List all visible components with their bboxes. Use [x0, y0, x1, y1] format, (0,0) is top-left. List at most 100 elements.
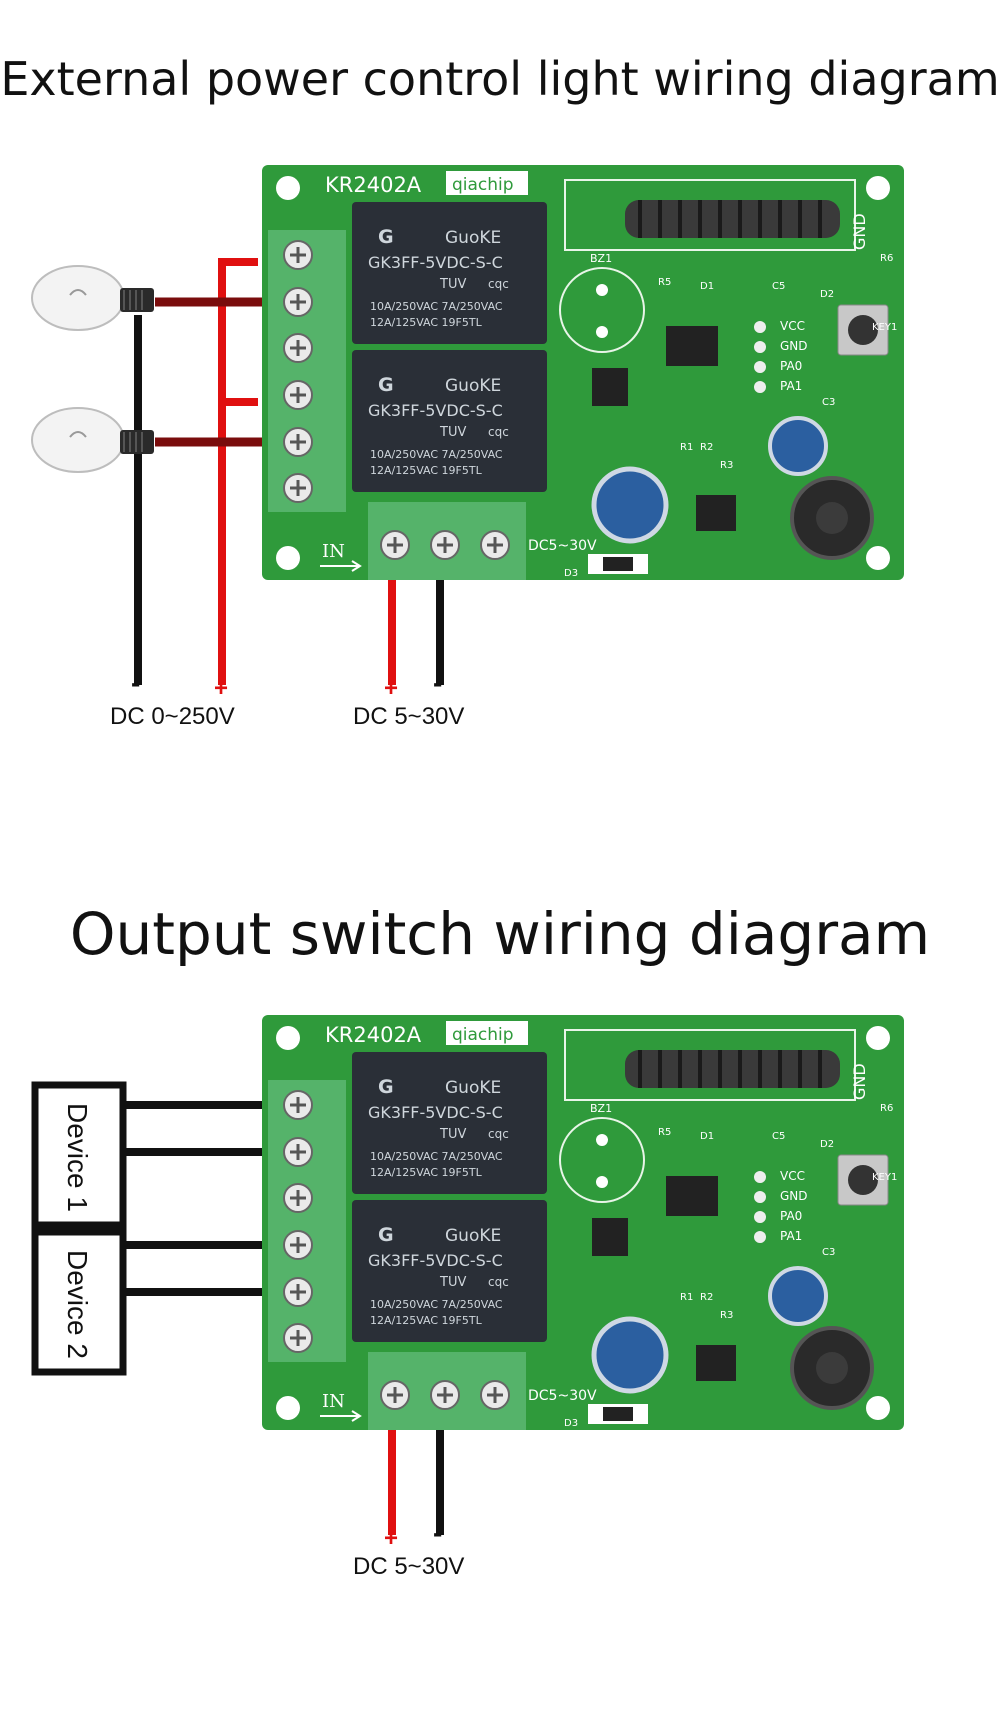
antenna-coil [625, 200, 840, 238]
gnd-label: GND [850, 1063, 869, 1100]
relay-cqc: cqc [488, 425, 509, 439]
relay-cert: TUV [439, 1275, 466, 1290]
relay-top: G GuoKE GK3FF-5VDC-S-C TUV cqc 10A/250VA… [352, 1052, 547, 1194]
svg-text:C5: C5 [772, 281, 785, 292]
device-2-box: Device 2 [31, 1228, 127, 1376]
capacitor [591, 416, 828, 544]
switch-wiring-diagram: Device 1 Device 2 KR2402A qiachip GND G [31, 1015, 904, 1580]
relay-top: G GuoKE GK3FF-5VDC-S-C TUV cqc 10A/250VA… [352, 202, 547, 344]
pair-button [837, 1154, 889, 1206]
pin-labels: VCC GND PA0 PA1 [780, 1169, 808, 1243]
relay-cert: TUV [439, 425, 466, 440]
relay-rating-b: 12A/125VAC 19F5TL [370, 316, 483, 329]
ic-chip [696, 1345, 736, 1381]
device-1-box: Device 1 [31, 1081, 127, 1229]
svg-text:D1: D1 [700, 281, 714, 292]
board-brand-label: qiachip [452, 1025, 514, 1045]
svg-text:PA0: PA0 [780, 359, 802, 373]
input-terminal-block [368, 502, 526, 580]
relay-cqc: cqc [488, 1275, 509, 1289]
in-label: IN [322, 1391, 345, 1412]
relay-rating-b: 12A/125VAC 19F5TL [370, 1314, 483, 1327]
supply-voltage-label: DC 5~30V [353, 1553, 464, 1580]
ic-chip [696, 495, 736, 531]
light-bulb-icon [31, 407, 154, 473]
svg-text:R6: R6 [880, 1103, 893, 1114]
svg-text:GND: GND [780, 1189, 808, 1203]
relay-cert: TUV [439, 277, 466, 292]
board-model-label: KR2402A [325, 1023, 422, 1047]
relay-cert: TUV [439, 1127, 466, 1142]
ic-chip [592, 368, 628, 406]
relay-model: GK3FF-5VDC-S-C [368, 253, 503, 272]
relay-cqc: cqc [488, 277, 509, 291]
relay-rating-a: 10A/250VAC 7A/250VAC [370, 1150, 503, 1163]
input-terminal-block [368, 1352, 526, 1430]
relay-rating-b: 12A/125VAC 19F5TL [370, 1166, 483, 1179]
svg-text:G: G [378, 226, 394, 248]
svg-text:KEY1: KEY1 [872, 1172, 897, 1183]
supply-plus-sign: + [384, 675, 398, 702]
relay-model: GK3FF-5VDC-S-C [368, 401, 503, 420]
pin-labels: VCC GND PA0 PA1 [780, 319, 808, 393]
svg-text:R2: R2 [700, 442, 713, 453]
supply-voltage-label: DC 5~30V [353, 703, 464, 730]
svg-text:PA1: PA1 [780, 1229, 802, 1243]
relay-bottom: G GuoKE GK3FF-5VDC-S-C TUV cqc 10A/250VA… [352, 350, 547, 492]
diagram2-title: Output switch wiring diagram [69, 900, 931, 968]
svg-text:R2: R2 [700, 1292, 713, 1303]
device-2-label: Device 2 [62, 1250, 93, 1359]
relay-rating-b: 12A/125VAC 19F5TL [370, 464, 483, 477]
svg-text:D3: D3 [564, 568, 578, 579]
svg-text:G: G [378, 1076, 394, 1098]
output-terminal-block [268, 1080, 346, 1362]
buzzer: BZ1 [559, 252, 645, 353]
light-bulb-icon [31, 265, 154, 331]
light-wires [134, 258, 444, 685]
device-1-label: Device 1 [62, 1103, 93, 1212]
svg-text:C3: C3 [822, 1247, 835, 1258]
relay-brand: GuoKE [445, 1078, 501, 1098]
ic-chip [666, 1176, 718, 1216]
svg-text:G: G [378, 1224, 394, 1246]
relay-rating-a: 10A/250VAC 7A/250VAC [370, 448, 503, 461]
svg-text:D3: D3 [564, 1418, 578, 1429]
board-brand-label: qiachip [452, 175, 514, 195]
buzzer-label: BZ1 [590, 1102, 612, 1115]
relay-bottom: G GuoKE GK3FF-5VDC-S-C TUV cqc 10A/250VA… [352, 1200, 547, 1342]
buzzer: BZ1 [559, 1102, 645, 1203]
output-terminal-block [268, 230, 346, 512]
relay-brand: GuoKE [445, 376, 501, 396]
inductor [790, 476, 874, 560]
supply-plus-sign: + [384, 1525, 398, 1552]
pair-button [837, 304, 889, 356]
svg-text:D2: D2 [820, 289, 834, 300]
svg-text:C5: C5 [772, 1131, 785, 1142]
svg-text:R5: R5 [658, 1127, 671, 1138]
relay-cqc: cqc [488, 1127, 509, 1141]
svg-text:R3: R3 [720, 1310, 733, 1321]
diagram1-title: External power control light wiring diag… [0, 52, 1000, 106]
inductor [790, 1326, 874, 1410]
svg-text:R1: R1 [680, 1292, 693, 1303]
svg-text:VCC: VCC [780, 1169, 805, 1183]
svg-text:KEY1: KEY1 [872, 322, 897, 333]
dc-range-label: DC5~30V [528, 1388, 597, 1404]
load-minus-sign: - [131, 667, 140, 698]
dc-range-label: DC5~30V [528, 538, 597, 554]
relay-brand: GuoKE [445, 228, 501, 248]
svg-text:GND: GND [780, 339, 808, 353]
buzzer-label: BZ1 [590, 252, 612, 265]
ic-chip [666, 326, 718, 366]
svg-text:D2: D2 [820, 1139, 834, 1150]
svg-text:PA0: PA0 [780, 1209, 802, 1223]
relay-rating-a: 10A/250VAC 7A/250VAC [370, 300, 503, 313]
relay-model: GK3FF-5VDC-S-C [368, 1103, 503, 1122]
svg-text:G: G [378, 374, 394, 396]
load-voltage-label: DC 0~250V [110, 703, 235, 730]
relay-board: KR2402A qiachip GND G GuoKE GK3FF-5VDC-S… [262, 165, 904, 580]
ic-chip [592, 1218, 628, 1256]
svg-text:R3: R3 [720, 460, 733, 471]
supply-minus-sign: - [433, 1517, 442, 1548]
svg-text:R6: R6 [880, 253, 893, 264]
